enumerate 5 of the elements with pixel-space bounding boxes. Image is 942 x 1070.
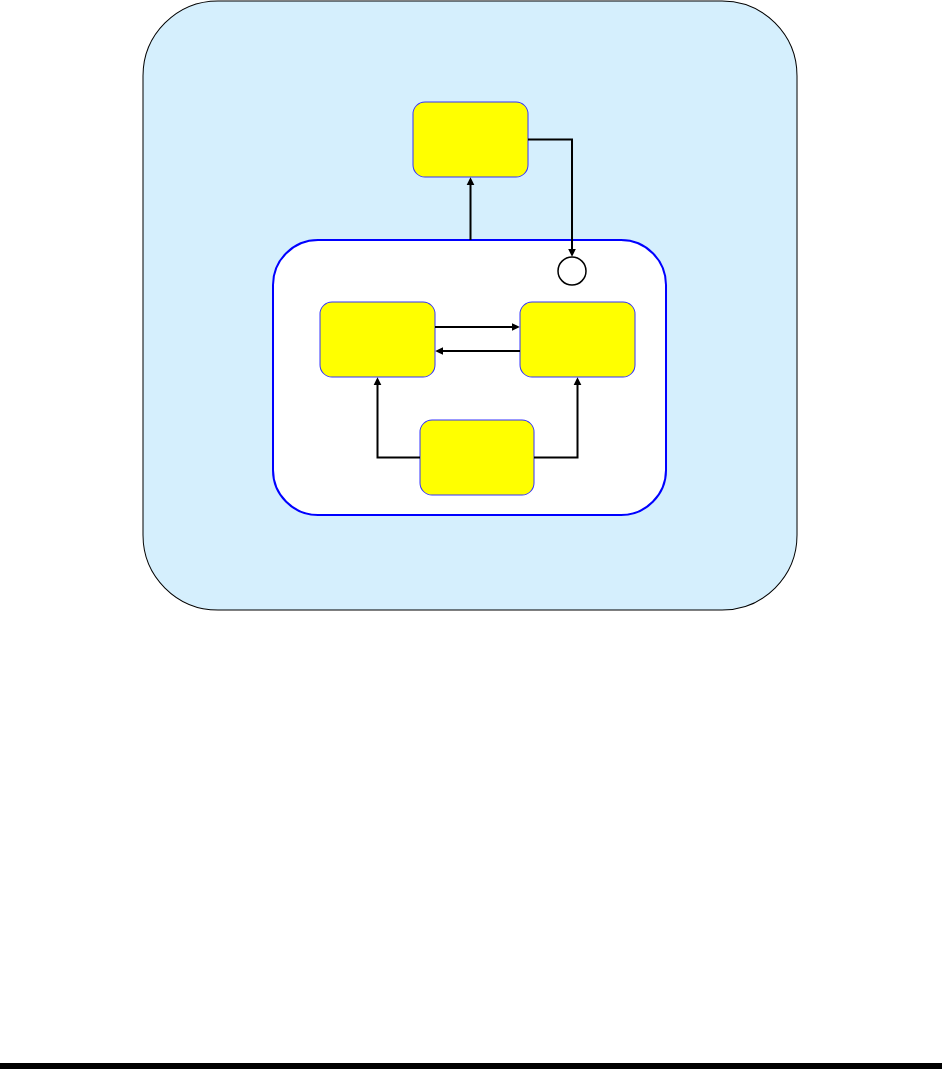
state-box — [319, 301, 436, 378]
state-box — [412, 101, 529, 178]
state-box — [419, 419, 535, 496]
state-box — [519, 301, 636, 378]
circle-node — [557, 256, 587, 286]
